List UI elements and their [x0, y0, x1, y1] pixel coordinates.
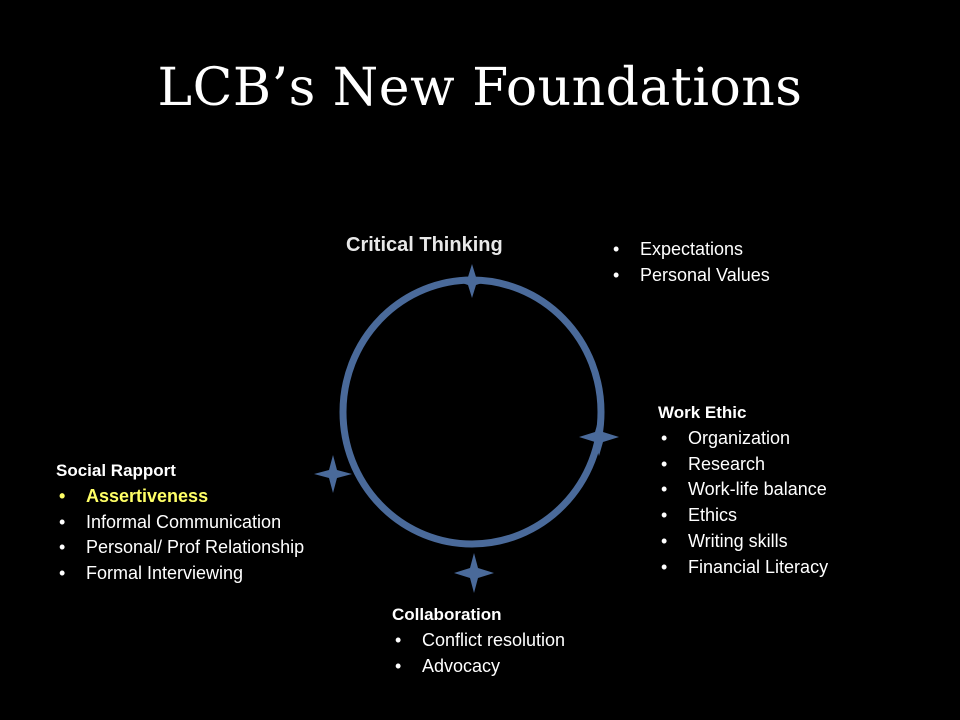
expectations-list: Expectations Personal Values [610, 237, 770, 289]
social-rapport-heading: Social Rapport [56, 461, 176, 480]
list-item: Writing skills [658, 529, 828, 555]
list-item: Ethics [658, 503, 828, 529]
work-ethic-group: Work Ethic Organization Research Work-li… [658, 400, 828, 581]
list-item: Research [658, 452, 828, 478]
social-rapport-list: Assertiveness Informal Communication Per… [56, 484, 304, 587]
expectations-group: Expectations Personal Values [610, 237, 770, 289]
work-ethic-heading: Work Ethic [658, 403, 747, 422]
list-item: Informal Communication [56, 510, 304, 536]
list-item: Personal Values [610, 263, 770, 289]
star-top-icon [456, 264, 488, 298]
social-rapport-group: Social Rapport Assertiveness Informal Co… [56, 458, 304, 587]
work-ethic-list: Organization Research Work-life balance … [658, 426, 828, 581]
list-item: Work-life balance [658, 477, 828, 503]
collaboration-heading: Collaboration [392, 605, 502, 624]
list-item: Financial Literacy [658, 555, 828, 581]
critical-thinking-label: Critical Thinking [346, 234, 503, 256]
star-right-icon [579, 418, 619, 456]
collaboration-list: Conflict resolution Advocacy [392, 628, 565, 680]
collaboration-group: Collaboration Conflict resolution Advoca… [392, 602, 565, 679]
list-item: Expectations [610, 237, 770, 263]
list-item: Conflict resolution [392, 628, 565, 654]
slide-title: LCB’s New Foundations [157, 58, 803, 118]
star-left-icon [314, 455, 352, 493]
list-item-highlighted: Assertiveness [56, 484, 304, 510]
list-item: Organization [658, 426, 828, 452]
list-item: Formal Interviewing [56, 561, 304, 587]
cycle-circle [339, 276, 605, 548]
star-bottom-icon [454, 553, 494, 593]
list-item: Advocacy [392, 654, 565, 680]
list-item: Personal/ Prof Relationship [56, 535, 304, 561]
